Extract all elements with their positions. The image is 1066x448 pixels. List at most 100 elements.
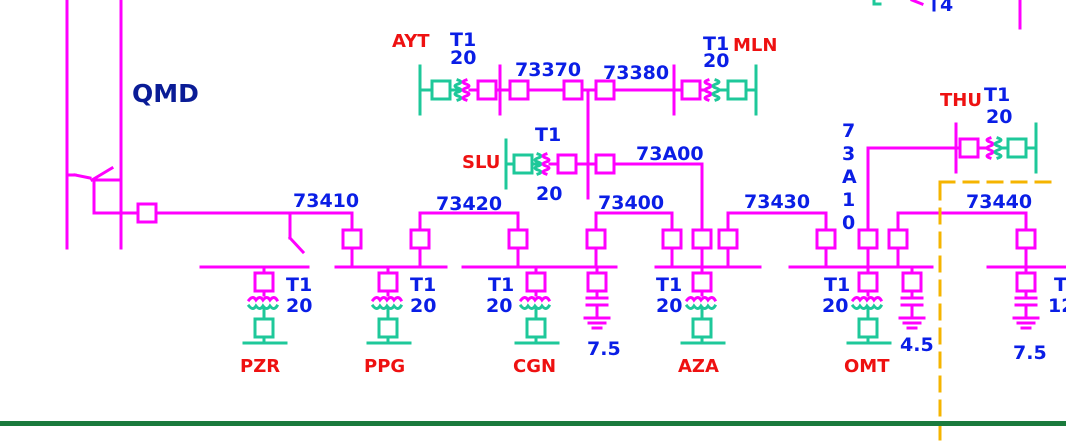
svg-text:1: 1 (842, 189, 855, 211)
top-feeders (418, 64, 758, 200)
transformer-coil (518, 303, 552, 321)
feeder-omt (846, 265, 892, 345)
svg-text:3: 3 (842, 143, 855, 165)
transformer-kv-label: 20 (703, 50, 729, 72)
line-loops (341, 211, 1037, 269)
capacitor-3-rating: 4.5 (900, 334, 934, 356)
breaker-box (594, 79, 616, 101)
substation-ayt-label: AYT (392, 31, 430, 52)
transformer-coil (850, 303, 884, 321)
capacitor-1-rating: 7.5 (587, 338, 621, 360)
breaker-box (585, 228, 607, 250)
breaker-box (508, 79, 530, 101)
breaker-box (857, 271, 879, 293)
line-73a00-label: 73A00 (636, 143, 704, 165)
transformer-coil (684, 303, 718, 321)
breaker-box (562, 79, 584, 101)
transformer-id-label: T1 (656, 274, 682, 296)
transformer-coil (246, 289, 280, 303)
breaker-box (680, 79, 702, 101)
breaker-box (691, 228, 713, 250)
transformer-id-label: T1 (410, 274, 436, 296)
transformer-coil (985, 136, 995, 160)
substation-omt-label: OMT (844, 356, 890, 377)
breaker-box (887, 228, 909, 250)
capacitor-4 (1012, 265, 1040, 330)
transformer-coil (703, 78, 713, 102)
partial-line (910, 0, 1022, 30)
breaker-box (512, 153, 534, 175)
breaker-box (857, 228, 879, 250)
breaker-box (815, 228, 837, 250)
partial-feeder (872, 0, 882, 6)
transformer-id-label: T1 (703, 33, 729, 55)
substation-pzr-label: PZR (240, 356, 280, 377)
thu-branch (866, 122, 1038, 232)
feeder-cgn (514, 265, 560, 345)
breaker-box (409, 228, 431, 250)
breaker-box (253, 317, 275, 339)
capacitor-3 (898, 265, 926, 330)
breaker-box (507, 228, 529, 250)
transformer-coil (461, 78, 471, 102)
line-73440-label: 73440 (966, 191, 1032, 213)
boundary-line (938, 180, 1052, 448)
substation-ppg-label: PPG (364, 356, 405, 377)
breaker-box (691, 271, 713, 293)
transformer-kv-label: 20 (410, 295, 436, 317)
partial-top-label: 4 (940, 0, 953, 16)
line-73410-label: 73410 (293, 190, 359, 212)
transformer-coil (518, 289, 552, 303)
transformer-id-label: T1 (488, 274, 514, 296)
ground-band (0, 421, 1066, 426)
breaker-box (586, 271, 608, 293)
breaker-box (377, 271, 399, 293)
transformer-coil (370, 289, 404, 303)
transformer-id-label: T1 (1054, 274, 1066, 296)
capacitor-4-rating: 7.5 (1013, 342, 1047, 364)
feeder-pzr (242, 265, 288, 345)
transformer-coil (711, 78, 721, 102)
transformer-id-label: T1 (450, 29, 476, 51)
svg-text:A: A (842, 166, 857, 188)
transformer-kv-label: 20 (986, 106, 1012, 128)
line-73430-label: 73430 (744, 191, 810, 213)
svg-text:7: 7 (842, 120, 855, 142)
breaker-box (661, 228, 683, 250)
breaker-box (341, 228, 363, 250)
transformer-kv-label: 20 (486, 295, 512, 317)
breaker-box (556, 153, 578, 175)
breaker-box (377, 317, 399, 339)
transformer-coil (453, 78, 463, 102)
transformer-kv-label: 20 (536, 183, 562, 205)
breaker-box (901, 271, 923, 293)
station-label: QMD (132, 79, 199, 108)
transformer-kv-label: 20 (822, 295, 848, 317)
buses (199, 211, 1066, 269)
feeder-ppg (366, 265, 412, 345)
feeder-aza (680, 265, 726, 345)
substation-mln-label: MLN (733, 35, 777, 56)
slu-branch (504, 138, 704, 232)
svg-text:0: 0 (842, 212, 855, 234)
substation-cgn-label: CGN (513, 356, 556, 377)
breaker-box (430, 79, 452, 101)
breaker-box (726, 79, 748, 101)
breaker-box (476, 79, 498, 101)
transformer-coil (993, 136, 1003, 160)
transformer-kv-label: 20 (450, 47, 476, 69)
breaker-box (857, 317, 879, 339)
line-73380-label: 73380 (603, 62, 669, 84)
transformer-coil (541, 152, 551, 176)
line-73a10-label: 7 3 A 1 0 (842, 120, 857, 234)
partial-kv-label: 12 (1048, 295, 1066, 317)
substation-slu-label: SLU (462, 152, 500, 173)
breaker-box (1015, 228, 1037, 250)
transformer-id-label: T1 (824, 274, 850, 296)
breaker-box (691, 317, 713, 339)
breaker-box (525, 271, 547, 293)
station-qmd: QMD (65, 0, 354, 250)
capacitor-1 (583, 265, 611, 330)
transformer-id-label: T1 (984, 84, 1010, 106)
